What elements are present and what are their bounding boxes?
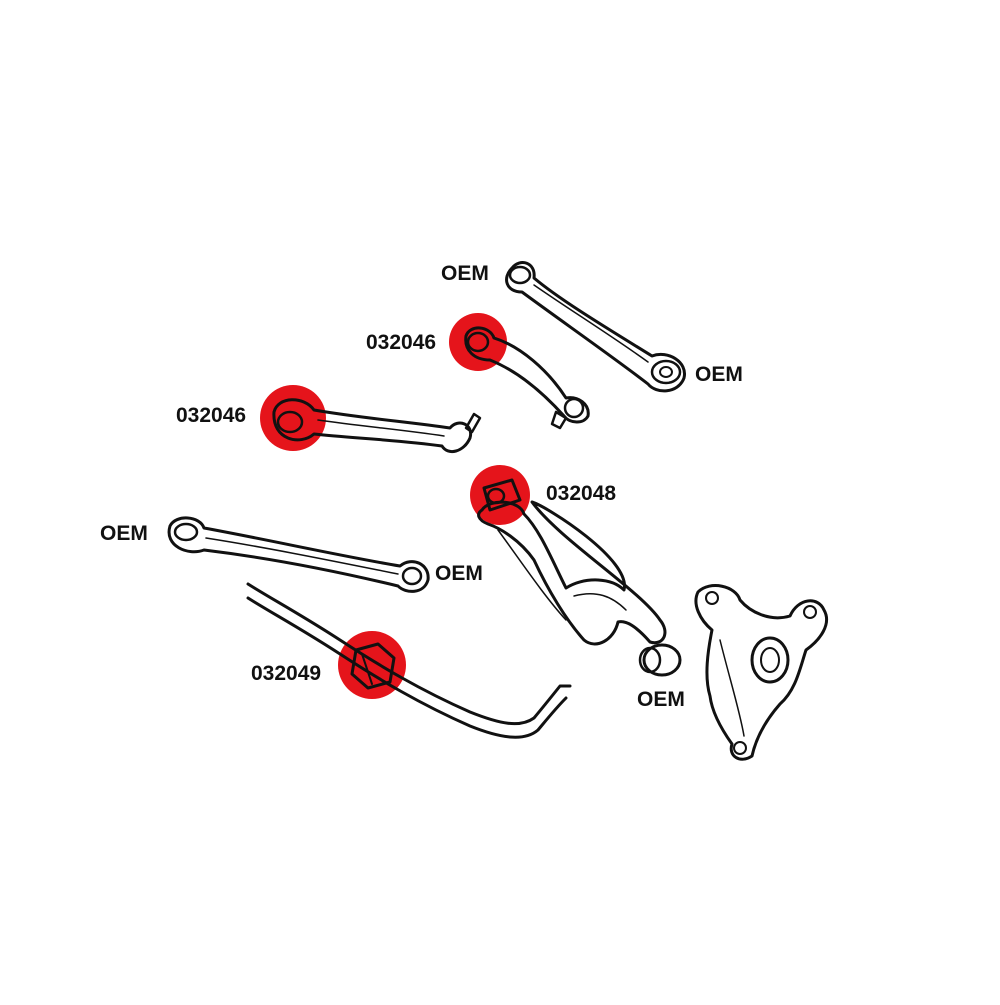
highlight-032048 bbox=[470, 465, 530, 525]
highlight-032046-lower bbox=[260, 385, 326, 451]
label-oem-lower-arm-left: OEM bbox=[100, 522, 148, 545]
oem-bushing bbox=[638, 643, 682, 677]
lower-wishbone bbox=[477, 478, 667, 646]
label-oem-lower-arm-right: OEM bbox=[435, 562, 483, 585]
lower-long-control-arm bbox=[167, 516, 430, 593]
label-oem-bushing: OEM bbox=[637, 688, 685, 711]
label-oem-upper-arm-end: OEM bbox=[695, 363, 743, 386]
highlight-032046-upper bbox=[449, 313, 507, 371]
upper-long-control-arm bbox=[505, 261, 686, 393]
rear-knuckle bbox=[694, 584, 829, 761]
upper-short-arm bbox=[464, 326, 590, 430]
label-part-032046-upper: 032046 bbox=[366, 331, 437, 354]
sway-bar bbox=[246, 582, 572, 739]
label-oem-upper-arm-top: OEM bbox=[441, 262, 489, 285]
label-part-032048: 032048 bbox=[546, 482, 617, 505]
label-part-032046-lower: 032046 bbox=[176, 404, 247, 427]
label-part-032049: 032049 bbox=[251, 662, 322, 685]
lower-straight-arm bbox=[272, 398, 482, 454]
